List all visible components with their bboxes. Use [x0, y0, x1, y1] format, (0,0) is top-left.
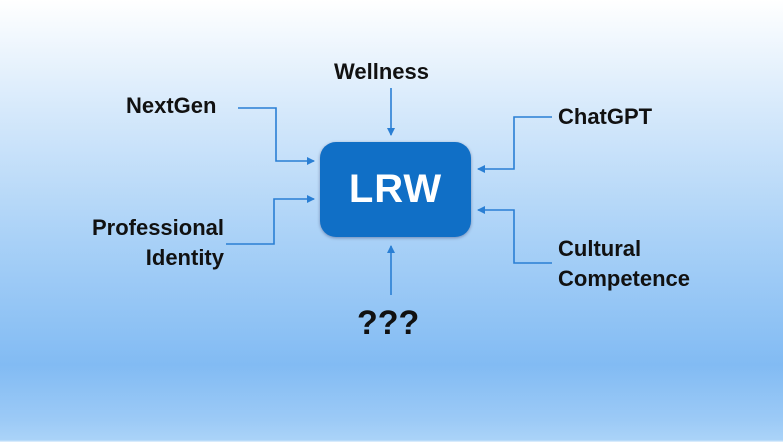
label-chatgpt: ChatGPT: [558, 104, 653, 129]
label-line: Competence: [558, 266, 691, 291]
label-cultural-competence: Cultural Competence: [558, 234, 690, 294]
arrow-cultural-competence: [477, 206, 552, 264]
label-line: Cultural: [558, 236, 642, 261]
label-professional-identity: Professional Identity: [70, 213, 224, 273]
label-line: Professional: [91, 215, 224, 240]
arrow-chatgpt: [477, 116, 552, 173]
label-nextgen: NextGen: [126, 93, 217, 118]
lrw-label: LRW: [348, 167, 443, 211]
lrw-box: LRW: [320, 142, 471, 237]
label-unknown: ???: [357, 304, 420, 342]
arrow-professional-identity: [226, 195, 315, 245]
label-line: Identity: [145, 245, 224, 270]
label-wellness: Wellness: [334, 59, 429, 84]
arrow-nextgen: [238, 107, 315, 165]
